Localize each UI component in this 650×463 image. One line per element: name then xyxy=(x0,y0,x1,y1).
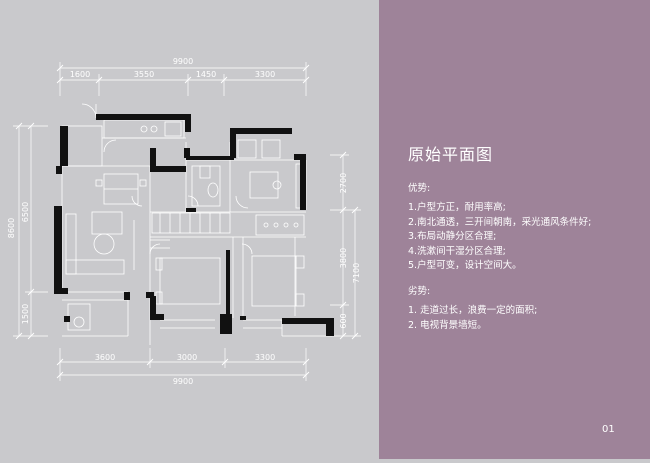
dim-right-2: 3800 xyxy=(339,248,348,268)
list-item: 2. 电视背景墙短。 xyxy=(408,319,487,331)
advantages-heading: 优势: xyxy=(408,183,431,194)
dim-right-total: 7100 xyxy=(352,263,361,283)
list-item: 3.布局动静分区合理; xyxy=(408,231,497,242)
page-number: 01 xyxy=(602,424,615,435)
floor-plan-area: 9900 1600 3550 1450 3300 3600 3000 3300 … xyxy=(7,57,361,386)
dim-right-3: 600 xyxy=(339,313,348,328)
list-item: 1.户型方正，耐用率高; xyxy=(408,202,506,213)
list-item: 2.南北通透，三开间朝南，采光通风条件好; xyxy=(408,216,592,228)
disadvantages-list: 1. 走道过长，浪费一定的面积; 2. 电视背景墙短。 xyxy=(408,304,537,333)
dim-left-total: 8600 xyxy=(7,218,16,238)
dim-top-total: 9900 xyxy=(173,57,193,66)
list-item: 4.洗漱间干湿分区合理; xyxy=(408,245,506,257)
dim-top-1: 1600 xyxy=(70,70,90,79)
floor-plan-drawing: 9900 1600 3550 1450 3300 3600 3000 3300 … xyxy=(7,57,361,386)
list-item: 5.户型可变，设计空间大。 xyxy=(408,260,522,271)
dim-bottom-1: 3600 xyxy=(95,353,115,362)
dim-bottom-3: 3300 xyxy=(255,353,275,362)
description-panel: 原始平面图 优势: 1.户型方正，耐用率高; 2.南北通透，三开间朝南，采光通风… xyxy=(379,0,650,459)
dim-bottom-total: 9900 xyxy=(173,377,193,386)
dim-top-4: 3300 xyxy=(255,70,275,79)
dim-right-1: 2700 xyxy=(339,173,348,193)
disadvantages-heading: 劣势: xyxy=(408,286,431,297)
advantages-list: 1.户型方正，耐用率高; 2.南北通透，三开间朝南，采光通风条件好; 3.布局动… xyxy=(408,201,591,274)
dim-bottom-2: 3000 xyxy=(177,353,197,362)
dim-left-2: 1500 xyxy=(21,304,30,324)
dim-top-3: 1450 xyxy=(196,70,216,79)
panel-title: 原始平面图 xyxy=(408,145,494,164)
list-item: 1. 走道过长，浪费一定的面积; xyxy=(408,305,538,316)
dim-left-1: 6500 xyxy=(21,202,30,222)
dim-top-2: 3550 xyxy=(134,70,154,79)
